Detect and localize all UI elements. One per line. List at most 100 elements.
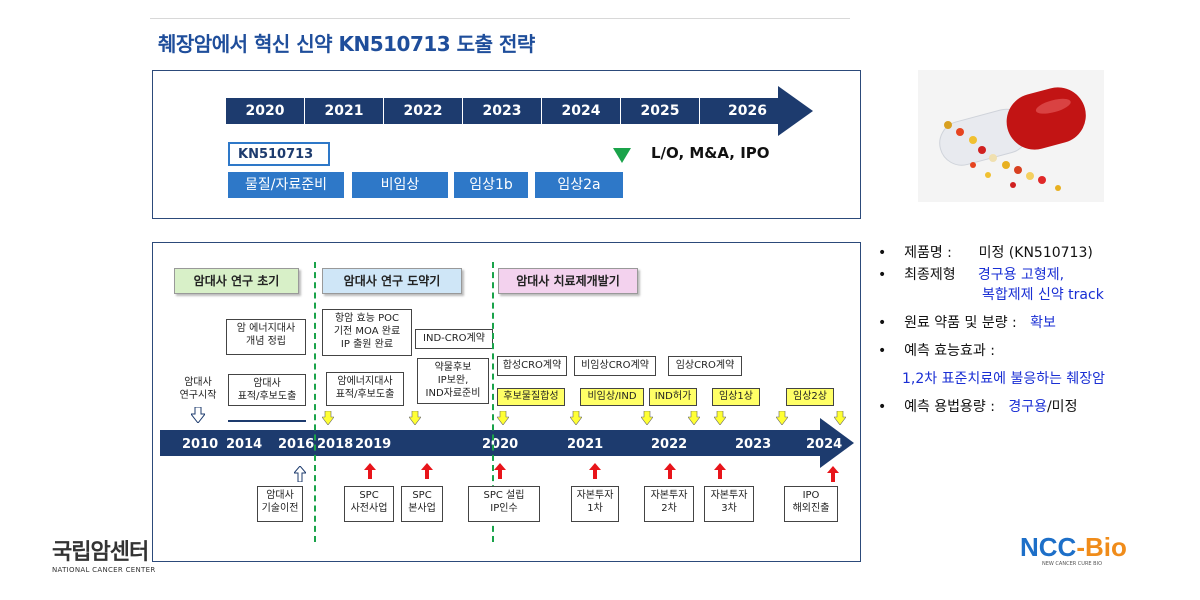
timeline-year: 2024 xyxy=(806,437,843,452)
product-name-label: 제품명 : xyxy=(904,245,952,261)
spc-pre-project-box: SPC 사전사업 xyxy=(344,486,394,522)
drug-candidate-box: 약물후보 IP보완, IND자료준비 xyxy=(417,358,489,404)
hollow-down-arrow-icon xyxy=(191,407,205,423)
dosage-label: 예측 용법용량 : xyxy=(904,399,995,415)
timeline-year: 2010 xyxy=(182,437,219,452)
phase-therapeutic-development: 암대사 치료제개발기 xyxy=(498,268,638,294)
phase-divider-2 xyxy=(492,262,494,542)
ipo-box: IPO 해외진출 xyxy=(784,486,838,522)
anticancer-poc-box: 항암 효능 POC 기전 MOA 완료 IP 출원 완료 xyxy=(322,309,412,356)
red-arrow-icon xyxy=(664,463,676,479)
yellow-arrow-icon xyxy=(834,411,846,425)
product-name-row: • 제품명 : 미정 (KN510713) xyxy=(878,244,1093,262)
dosage-row: • 예측 용법용량 : 경구용/미정 xyxy=(878,398,1077,416)
yellow-arrow-icon xyxy=(322,411,334,425)
metabolism-target-box: 암에너지대사 표적/후보도출 xyxy=(326,372,404,406)
ncc-bio-logo-sub: NEW CANCER CURE BIO xyxy=(1042,561,1103,567)
final-form-label: 최종제형 xyxy=(904,267,956,283)
efficacy-value: 1,2차 표준치료에 불응하는 췌장암 xyxy=(902,371,1106,387)
timeline-year: 2016 xyxy=(278,437,315,452)
milestone-triangle-icon xyxy=(613,148,631,163)
top-year-cell: 2020 xyxy=(226,98,305,124)
bullet-dot: • xyxy=(878,343,900,359)
synthesis-cro-box: 합성CRO계약 xyxy=(497,356,567,376)
top-year-cell: 2021 xyxy=(305,98,384,124)
ncc-bio-logo: NCC-Bio NEW CANCER CURE BIO xyxy=(1020,532,1160,567)
timeline-year: 2018 xyxy=(317,437,354,452)
final-form-value-2: 복합제제 신약 track xyxy=(982,287,1104,303)
red-arrow-icon xyxy=(364,463,376,479)
yellow-arrow-icon xyxy=(688,411,700,425)
product-info-list: • 제품명 : 미정 (KN510713) • 최종제형 경구용 고형제, 복합… xyxy=(878,244,1178,424)
efficacy-label: 예측 효능효과 : xyxy=(904,343,995,359)
nonclinical-ind-box: 비임상/IND xyxy=(580,388,644,406)
kn510713-box: KN510713 xyxy=(228,142,330,166)
phase-leap-research: 암대사 연구 도약기 xyxy=(322,268,462,294)
red-arrow-icon xyxy=(589,463,601,479)
candidate-synthesis-box: 후보물질합성 xyxy=(497,388,565,406)
bullet-dot: • xyxy=(878,267,900,283)
top-year-cell: 2025 xyxy=(621,98,700,124)
red-arrow-icon xyxy=(714,463,726,479)
spc-main-project-box: SPC 본사업 xyxy=(401,486,443,522)
top-year-cell: 2022 xyxy=(384,98,463,124)
red-arrow-icon xyxy=(494,463,506,479)
ncc-logo-main: 국립암센터 xyxy=(52,540,149,565)
top-year-cell: 2023 xyxy=(463,98,542,124)
clinical-cro-box: 임상CRO계약 xyxy=(668,356,742,376)
product-name-value: 미정 (KN510713) xyxy=(978,245,1093,261)
target-discovery-box: 암대사 표적/후보도출 xyxy=(228,374,306,406)
phase1-box: 임상1상 xyxy=(712,388,760,406)
exit-strategy-label: L/O, M&A, IPO xyxy=(651,144,770,162)
stage-nonclinical: 비임상 xyxy=(352,172,448,198)
stage-clinical-1b: 임상1b xyxy=(454,172,528,198)
yellow-arrow-icon xyxy=(776,411,788,425)
raw-material-label: 원료 약품 및 분량 : xyxy=(904,315,1017,331)
red-arrow-icon xyxy=(421,463,433,479)
concept-box: 암 에너지대사 개념 정립 xyxy=(226,319,306,355)
capsule-photo xyxy=(918,70,1104,202)
investment-3-box: 자본투자 3차 xyxy=(704,486,754,522)
timeline-year: 2021 xyxy=(567,437,604,452)
ind-cro-contract-box: IND-CRO계약 xyxy=(415,329,493,349)
phase-early-research: 암대사 연구 초기 xyxy=(174,268,299,294)
investment-2-box: 자본투자 2차 xyxy=(644,486,694,522)
raw-material-row: • 원료 약품 및 분량 : 확보 xyxy=(878,314,1056,332)
yellow-arrow-icon xyxy=(497,411,509,425)
period-underline xyxy=(228,420,306,422)
capsule-image-icon xyxy=(918,70,1104,202)
hollow-up-arrow-icon xyxy=(294,466,306,482)
nonclinical-cro-box: 비임상CRO계약 xyxy=(574,356,656,376)
top-year-cell: 2024 xyxy=(542,98,621,124)
timeline-arrow xyxy=(160,418,854,468)
investment-1-box: 자본투자 1차 xyxy=(571,486,619,522)
timeline-year: 2023 xyxy=(735,437,772,452)
bullet-dot: • xyxy=(878,399,900,415)
ncc-bio-logo-bio: -Bio xyxy=(1076,532,1127,562)
dosage-value-2: /미정 xyxy=(1046,399,1078,415)
timeline-year: 2019 xyxy=(355,437,392,452)
top-year-bar: 2020 2021 2022 2023 2024 2025 2026 xyxy=(226,98,796,124)
tech-transfer-box: 암대사 기술이전 xyxy=(257,486,303,522)
ind-approval-box: IND허가 xyxy=(649,388,697,406)
efficacy-row: • 예측 효능효과 : xyxy=(878,342,995,360)
ncc-left-logo: 국립암센터 NATIONAL CANCER CENTER xyxy=(52,534,162,574)
bullet-dot: • xyxy=(878,245,900,261)
timeline-year: 2022 xyxy=(651,437,688,452)
yellow-arrow-icon xyxy=(641,411,653,425)
final-form-value-1: 경구용 고형제, xyxy=(977,267,1065,283)
bullet-dot: • xyxy=(878,315,900,331)
dosage-value-1: 경구용 xyxy=(1008,399,1047,415)
start-research-label: 암대사 연구시작 xyxy=(179,377,217,401)
final-form-row: • 최종제형 경구용 고형제, xyxy=(878,266,1064,284)
red-arrow-icon xyxy=(827,466,839,482)
phase2-box: 임상2상 xyxy=(786,388,834,406)
timeline-year: 2014 xyxy=(226,437,263,452)
yellow-arrow-icon xyxy=(570,411,582,425)
phase-divider-1 xyxy=(314,262,316,542)
timeline-year: 2020 xyxy=(482,437,519,452)
ncc-logo-sub: NATIONAL CANCER CENTER xyxy=(52,566,156,574)
ncc-bio-logo-main: NCC-Bio xyxy=(1020,532,1160,563)
page-title: 췌장암에서 혁신 신약 KN510713 도출 전략 xyxy=(158,32,535,56)
yellow-arrow-icon xyxy=(714,411,726,425)
